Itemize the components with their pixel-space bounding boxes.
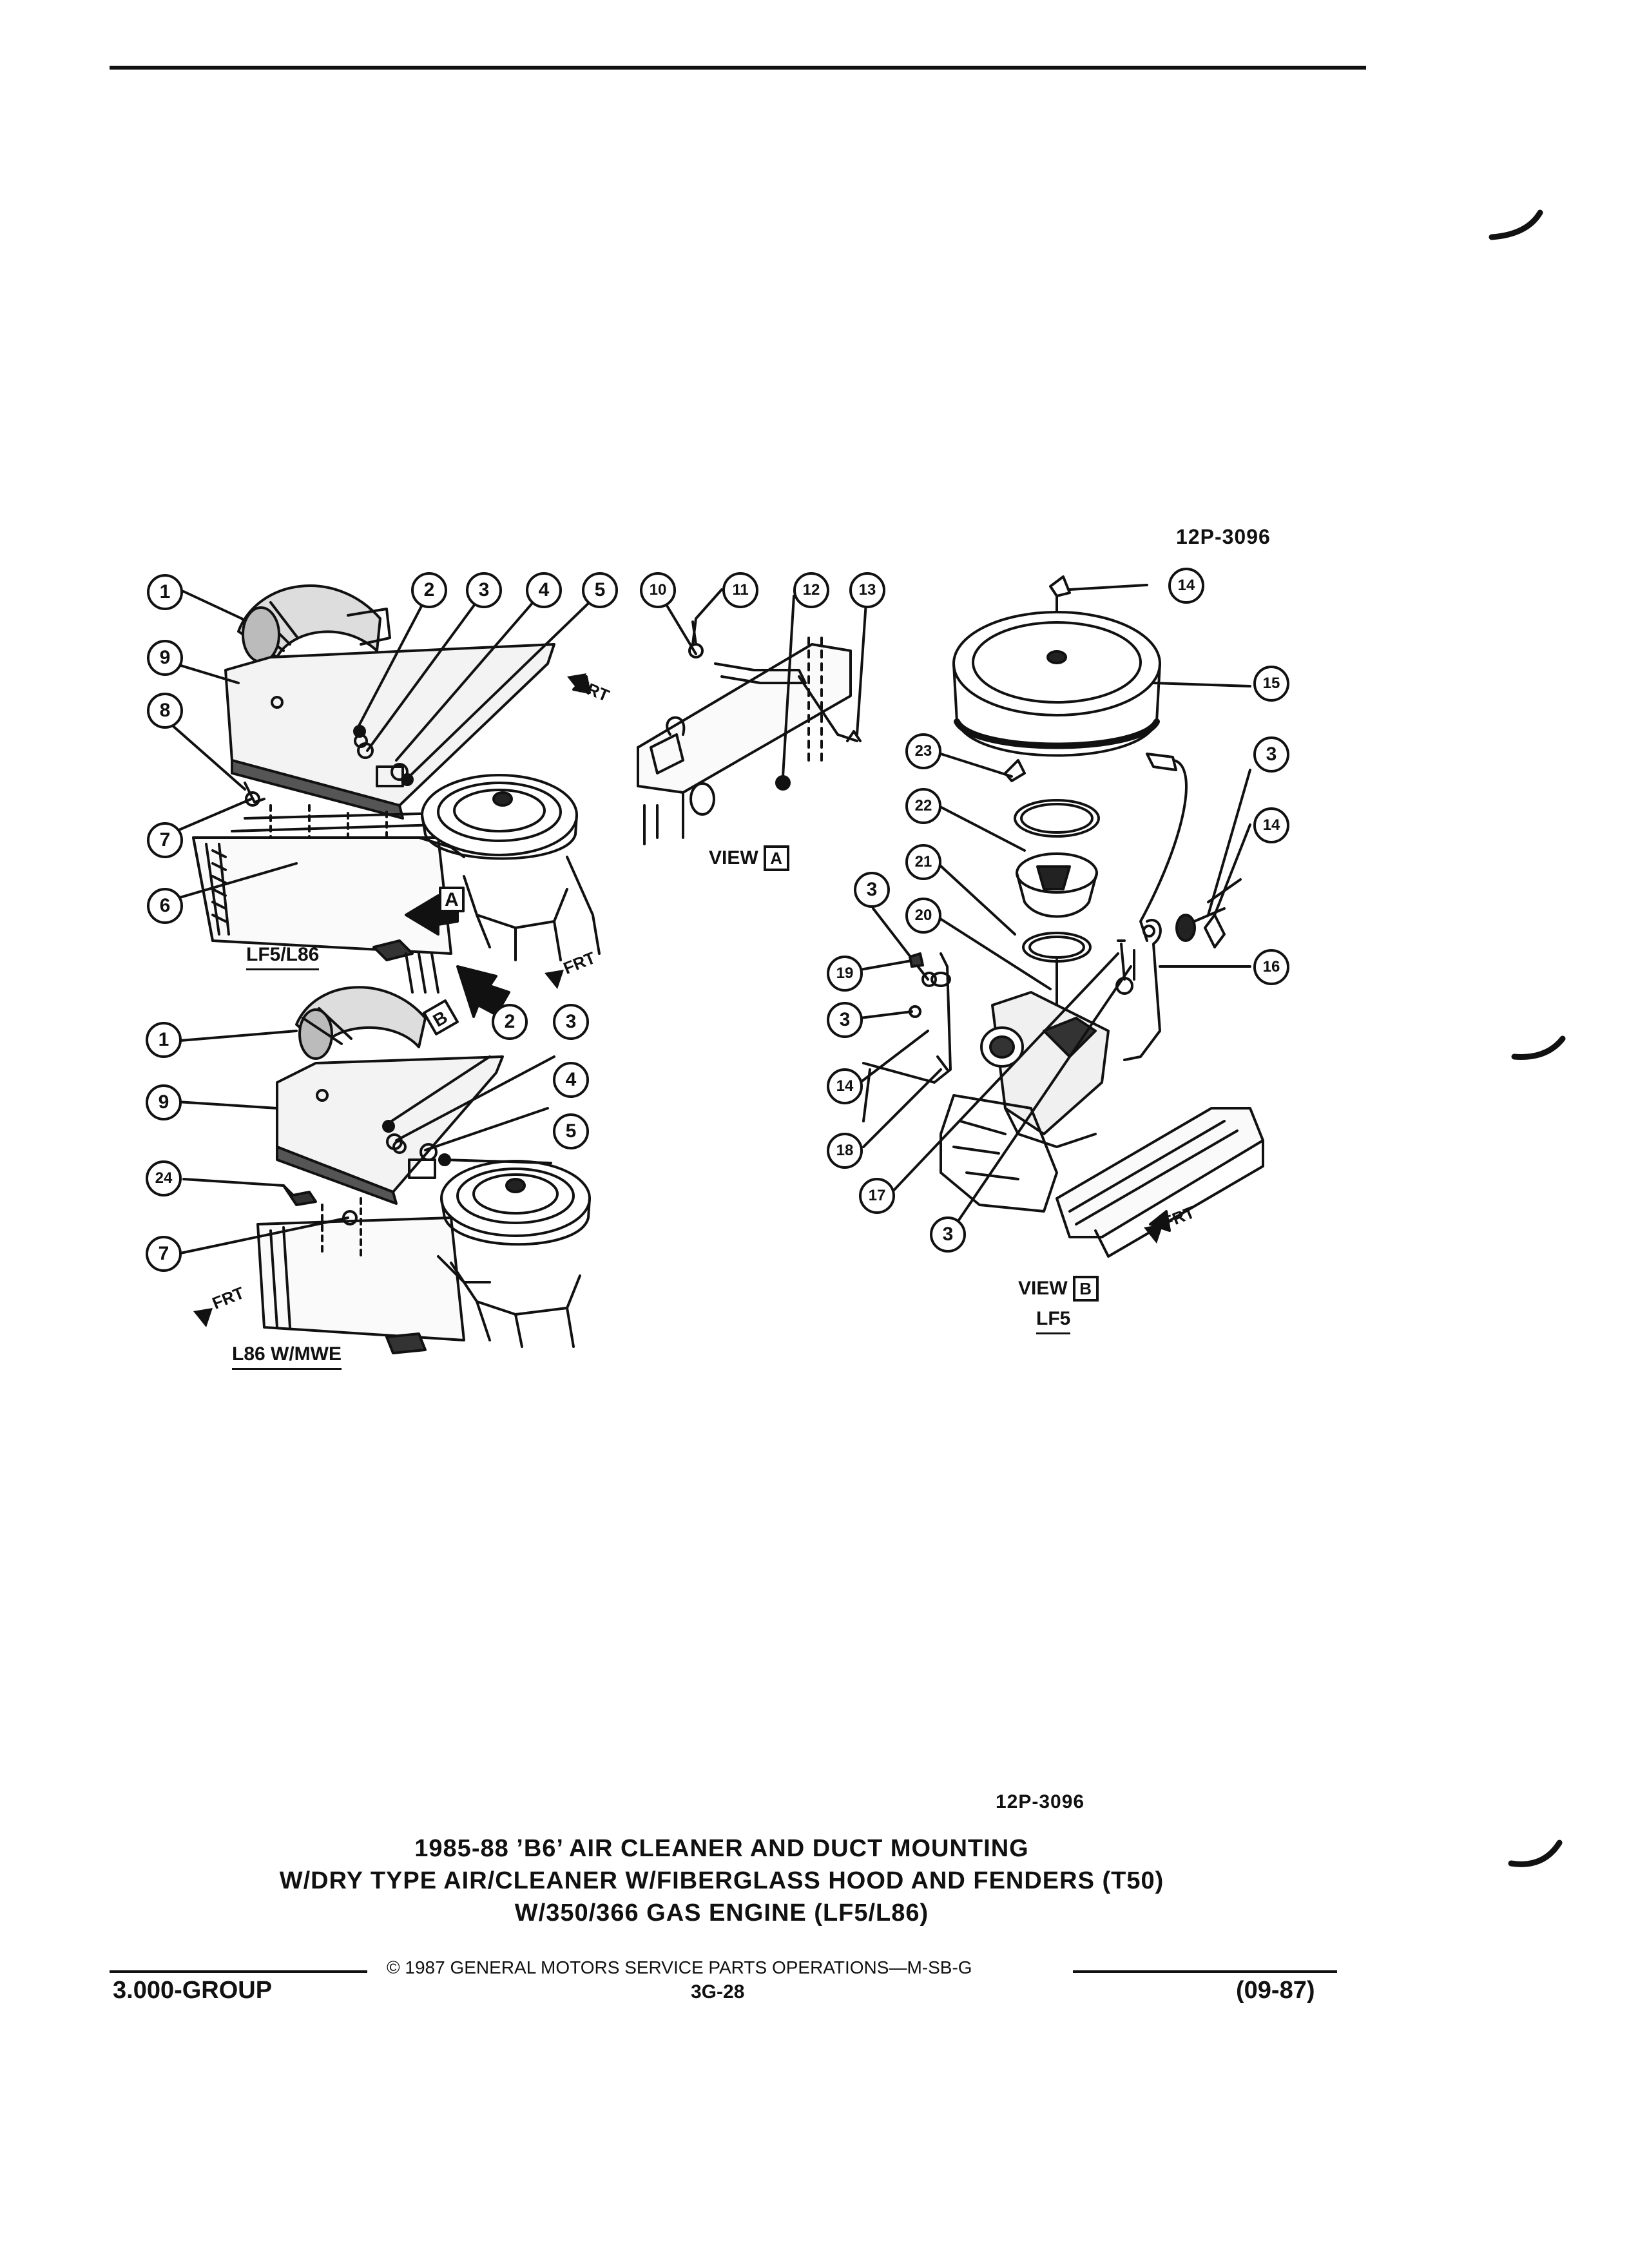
callout-23: 23 — [905, 733, 941, 769]
callout-15: 15 — [1253, 666, 1289, 702]
callout-14: 14 — [1168, 568, 1204, 604]
callout-24: 24 — [146, 1160, 182, 1196]
callout-6: 6 — [147, 888, 183, 924]
caption-line-3: W/350/366 GAS ENGINE (LF5/L86) — [514, 1899, 929, 1927]
frt-arrow-upper — [567, 673, 586, 693]
callout-21: 21 — [905, 844, 941, 880]
view-a-label: VIEW A — [709, 845, 789, 871]
footer-date: (09-87) — [1236, 1977, 1315, 2004]
margin-mark-middle — [1511, 1035, 1566, 1060]
view-a-text: VIEW — [709, 847, 758, 869]
callout-4: 4 — [526, 572, 562, 608]
view-a-detail — [637, 588, 868, 845]
callout-2: 2 — [411, 572, 447, 608]
callout-20: 20 — [905, 898, 941, 934]
frt-arrow-right — [1144, 1224, 1163, 1244]
callout-7: 7 — [146, 1236, 182, 1272]
callout-8: 8 — [147, 693, 183, 729]
caption-line-1: 1985-88 ’B6’ AIR CLEANER AND DUCT MOUNTI… — [414, 1835, 1029, 1862]
callout-5: 5 — [582, 572, 618, 608]
footer-group: 3.000-GROUP — [113, 1977, 273, 2004]
caption-line-2: W/DRY TYPE AIR/CLEANER W/FIBERGLASS HOOD… — [279, 1867, 1164, 1894]
callout-7: 7 — [147, 822, 183, 858]
illustration-reference-bottom: 12P-3096 — [996, 1791, 1085, 1812]
callout-3: 3 — [553, 1004, 589, 1040]
callout-3: 3 — [1253, 736, 1289, 773]
svg-text:A: A — [445, 889, 459, 910]
callout-12: 12 — [793, 572, 829, 608]
lower-left-assembly — [176, 986, 591, 1354]
top-rule — [110, 66, 1366, 70]
callout-19: 19 — [827, 956, 863, 992]
right-assembly — [859, 575, 1264, 1258]
view-b-letter-box: B — [1072, 1276, 1099, 1302]
section-label-lf5: LF5 — [1036, 1308, 1071, 1334]
callout-3: 3 — [827, 1002, 863, 1038]
footer-page-number: 3G-28 — [691, 1981, 745, 2003]
upper-left-assembly: A B — [152, 584, 601, 1035]
callout-17: 17 — [859, 1178, 895, 1214]
callout-18: 18 — [827, 1133, 863, 1169]
callout-5: 5 — [553, 1113, 589, 1149]
margin-mark-top — [1489, 209, 1543, 240]
footer-rule-right — [1073, 1970, 1337, 1973]
footer-copyright: © 1987 GENERAL MOTORS SERVICE PARTS OPER… — [387, 1957, 972, 1977]
frt-arrow-middle — [545, 970, 564, 989]
view-b-label: VIEW B — [1018, 1276, 1099, 1302]
section-label-lf5-l86: LF5/L86 — [246, 944, 320, 970]
section-label-l86-mwe: L86 W/MWE — [232, 1343, 342, 1370]
margin-mark-bottom — [1508, 1840, 1563, 1867]
callout-2: 2 — [492, 1004, 528, 1040]
frt-arrow-lower-left — [193, 1308, 213, 1327]
footer-rule-left — [110, 1970, 367, 1973]
callout-11: 11 — [722, 572, 758, 608]
callout-9: 9 — [146, 1084, 182, 1120]
callout-4: 4 — [553, 1062, 589, 1098]
callout-3: 3 — [466, 572, 502, 608]
callout-1: 1 — [146, 1022, 182, 1058]
illustration-reference-top: 12P-3096 — [1176, 525, 1271, 548]
callout-10: 10 — [640, 572, 676, 608]
callout-13: 13 — [849, 572, 885, 608]
callout-3: 3 — [930, 1216, 966, 1253]
view-a-letter-box: A — [763, 845, 789, 871]
callout-14: 14 — [827, 1068, 863, 1104]
callout-22: 22 — [905, 788, 941, 824]
view-b-text: VIEW — [1018, 1278, 1068, 1299]
callout-16: 16 — [1253, 949, 1289, 985]
callout-9: 9 — [147, 640, 183, 676]
callout-14: 14 — [1253, 807, 1289, 843]
callout-1: 1 — [147, 574, 183, 610]
callout-3: 3 — [854, 872, 890, 908]
